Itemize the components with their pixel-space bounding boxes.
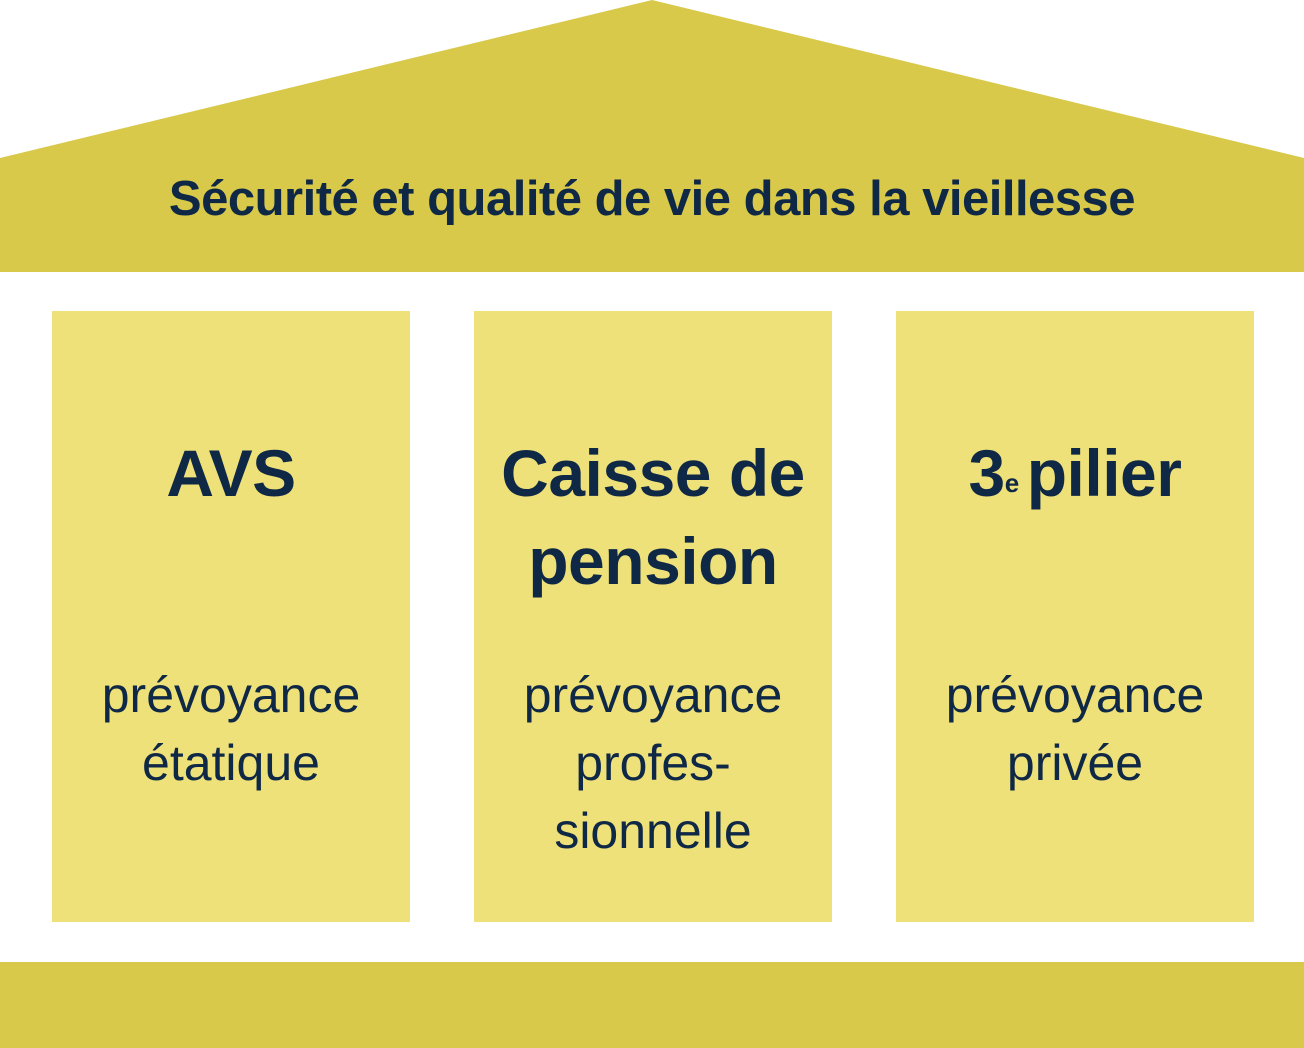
pillar-avs-description-line: étatique [142, 735, 320, 791]
pillar-3e-pilier-superscript: e [1004, 468, 1019, 498]
foundation [0, 962, 1304, 1048]
pillar-3e-pilier-word: pilier [1026, 436, 1182, 510]
pillar-caisse-de-pension-description-line: sionnelle [554, 803, 752, 859]
pillar-avs-description-line: prévoyance [101, 667, 361, 723]
pillar-caisse-de-pension-name-line: pension [528, 524, 778, 598]
roof-shape [0, 0, 1304, 272]
pillar-avs-name: AVS [52, 429, 410, 517]
pillar-3e-pilier-description-line: privée [1006, 735, 1144, 791]
pillar-avs: AVS prévoyance étatique [52, 311, 410, 922]
pillar-caisse-de-pension-name-line: Caisse de [501, 436, 805, 510]
pillar-avs-name-line: AVS [166, 436, 296, 510]
pillar-3e-pilier-description-line: prévoyance [945, 667, 1205, 723]
pillar-caisse-de-pension-description: prévoyance profes- sionnelle [474, 661, 832, 865]
pillar-3e-pilier-description: prévoyance privée [896, 661, 1254, 797]
pillar-caisse-de-pension-description-line: profes- [575, 735, 731, 791]
pillar-3e-pilier-number: 3 [968, 436, 1006, 510]
roof [0, 0, 1304, 272]
pillar-avs-description: prévoyance étatique [52, 661, 410, 797]
pillar-caisse-de-pension-description-line: prévoyance [523, 667, 783, 723]
pillar-caisse-de-pension: Caisse de pension prévoyance profes- sio… [474, 311, 832, 922]
roof-title: Sécurité et qualité de vie dans la vieil… [168, 172, 1136, 226]
pillar-caisse-de-pension-name: Caisse de pension [474, 429, 832, 605]
